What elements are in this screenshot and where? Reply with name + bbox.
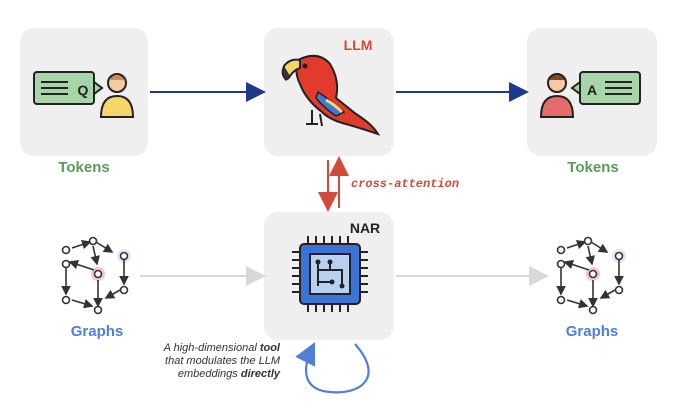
tokens-out-caption: Tokens	[567, 159, 619, 176]
answer-letter: A	[587, 82, 597, 98]
annotation-tool: tool	[259, 342, 280, 354]
llm-label: LLM	[343, 37, 373, 53]
graph-icon-right	[556, 236, 626, 315]
tokens-in-caption: Tokens	[58, 159, 110, 176]
nar-annotation: A high-dimensional tool that modulates t…	[140, 342, 280, 381]
annotation-line3a: embeddings	[177, 368, 241, 380]
graph-icon-left	[61, 236, 131, 315]
person-red-icon	[539, 73, 575, 118]
annotation-line2: that modulates the LLM	[165, 355, 280, 367]
question-letter: Q	[78, 82, 89, 98]
cross-attention-label: cross-attention	[351, 177, 460, 191]
parrot-icon	[281, 54, 381, 136]
graphs-out-caption: Graphs	[565, 323, 619, 340]
annotation-line1a: A high-dimensional	[163, 342, 260, 354]
graphs-in-caption: Graphs	[70, 323, 124, 340]
answer-bubble-icon	[570, 71, 641, 105]
annotation-directly: directly	[240, 368, 280, 380]
chip-icon	[292, 236, 368, 312]
nar-self-loop	[295, 342, 370, 394]
person-yellow-icon	[99, 73, 135, 118]
question-bubble-icon	[33, 71, 104, 105]
nar-label: NAR	[349, 220, 381, 236]
